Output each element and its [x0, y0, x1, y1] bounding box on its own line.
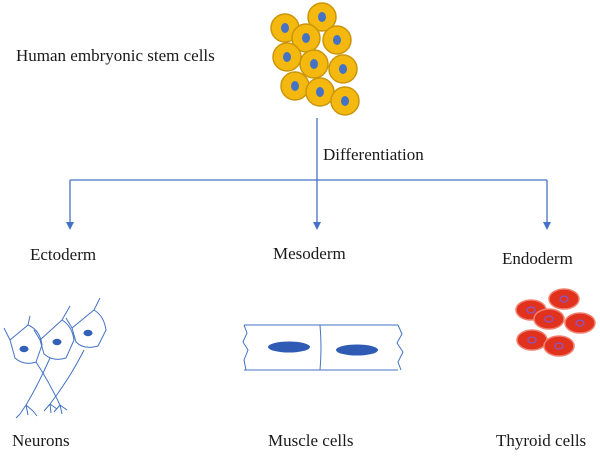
thyroid-cell: [543, 335, 575, 357]
endoderm-label: Endoderm: [502, 249, 573, 268]
thyroid-cells-label: Thyroid cells: [496, 431, 587, 450]
stem-cell: [299, 49, 329, 79]
arrowheads: [66, 222, 551, 230]
neurons-label: Neurons: [12, 431, 70, 450]
thyroid-cells-illustration: [515, 288, 596, 357]
stem-cell: [330, 86, 360, 116]
ectoderm-arrowhead: [66, 222, 74, 230]
differentiation-label: Differentiation: [323, 145, 424, 164]
stem-cell: [307, 2, 337, 32]
stem-cells-label: Human embryonic stem cells: [16, 46, 215, 65]
stem-cell: [291, 23, 321, 53]
thyroid-cell: [516, 329, 548, 351]
muscle-cells-illustration: [242, 324, 404, 371]
stem-cell: [305, 77, 335, 107]
mesoderm-label: Mesoderm: [273, 244, 346, 263]
stem-cell: [280, 71, 310, 101]
tree-connector: [69, 118, 548, 222]
stem-cell-cluster: [270, 2, 360, 116]
endoderm-arrowhead: [543, 222, 551, 230]
thyroid-cell: [548, 288, 580, 310]
thyroid-cell: [564, 312, 596, 334]
stem-cell: [272, 42, 302, 72]
stem-cell: [322, 25, 352, 55]
thyroid-cell: [533, 308, 565, 330]
mesoderm-arrowhead: [313, 222, 321, 230]
muscle-cells-label: Muscle cells: [268, 431, 354, 450]
ectoderm-label: Ectoderm: [30, 245, 97, 264]
stem-cell: [328, 54, 358, 84]
neurons-illustration: [3, 297, 107, 419]
